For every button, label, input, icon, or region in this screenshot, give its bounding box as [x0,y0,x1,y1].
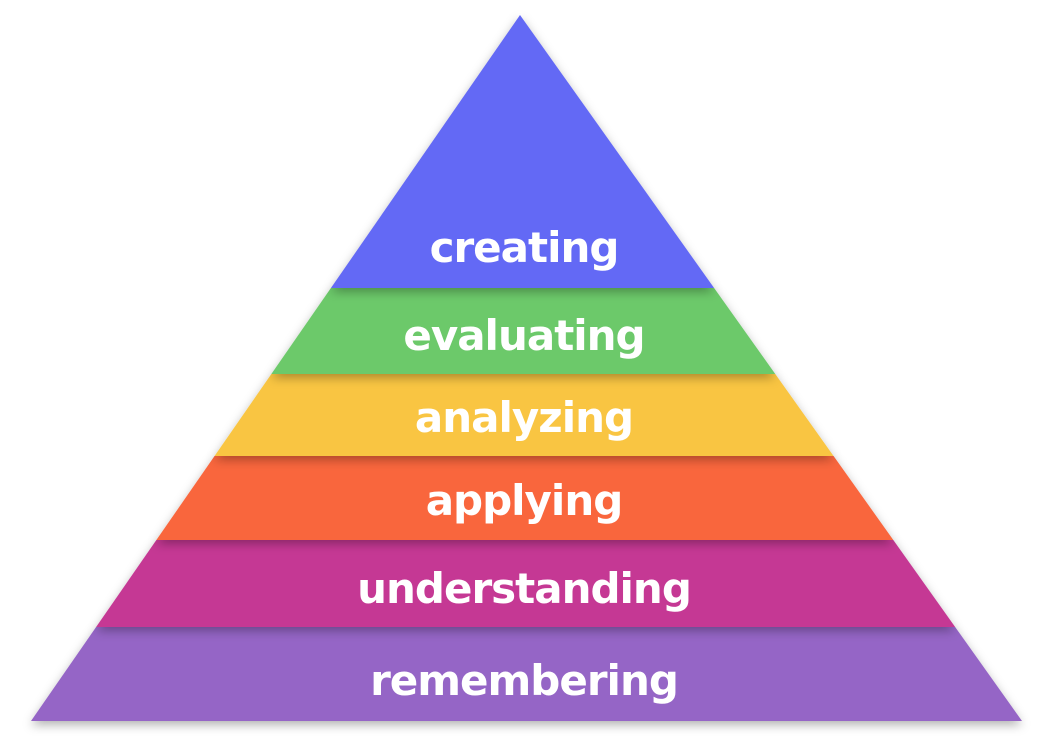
level-band-understanding [96,540,956,627]
level-band-applying [156,456,894,540]
level-band-evaluating [271,288,776,374]
level-label-applying: applying [426,476,623,525]
level-band-creating [330,15,715,288]
level-label-creating: creating [430,223,619,272]
level-label-remembering: remembering [370,656,678,705]
level-label-understanding: understanding [357,564,691,613]
level-band-analyzing [214,374,834,456]
level-band-remembering [31,627,1022,721]
level-label-evaluating: evaluating [403,311,644,360]
level-label-analyzing: analyzing [415,393,633,442]
